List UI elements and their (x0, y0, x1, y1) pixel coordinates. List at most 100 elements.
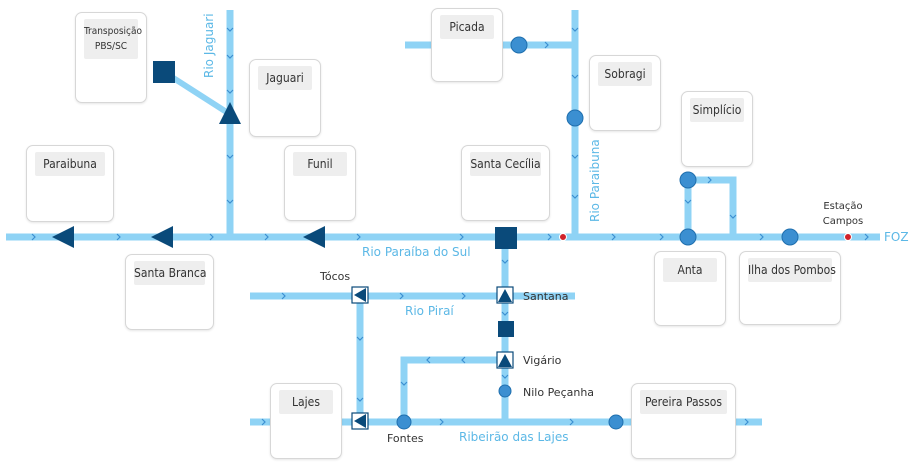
chevron-right-icon (759, 233, 764, 241)
fontes-label: Fontes (387, 432, 424, 445)
station-card-anta[interactable]: Anta (654, 251, 726, 326)
station-card-jaguari[interactable]: Jaguari (249, 59, 321, 137)
chevron-down-icon (226, 27, 234, 32)
station-name: Pereira Passos (640, 390, 727, 414)
transposicao-square-icon (153, 61, 175, 83)
station-card-lajes[interactable]: Lajes (270, 383, 342, 459)
station-name: Ilha dos Pombos (748, 258, 836, 282)
gauge-points (559, 233, 852, 241)
foz-label: FOZ (884, 230, 909, 244)
funil-triangle-icon (303, 226, 325, 248)
chevron-right-icon (611, 233, 616, 241)
chevron-right-icon (264, 233, 269, 241)
paraibuna-triangle-icon (52, 226, 74, 248)
chevron-down-icon (501, 374, 509, 379)
chevron-down-icon (571, 27, 579, 32)
chevron-down-icon (226, 89, 234, 94)
chevron-right-icon (459, 233, 464, 241)
chevron-down-icon (729, 214, 737, 219)
chevron-right-icon (31, 233, 36, 241)
estacao-campos-label: Estação Campos (822, 201, 864, 227)
river-paraiba-label: Rio Paraíba do Sul (362, 245, 471, 259)
chevron-right-icon (281, 292, 286, 300)
river-lajes-label: Ribeirão das Lajes (459, 430, 569, 444)
station-card-sobragi[interactable]: Sobragi (589, 55, 661, 131)
tocos-label: Tócos (320, 270, 351, 283)
chevron-right-icon (439, 418, 444, 426)
station-card-picada[interactable]: Picada (431, 8, 503, 82)
tocos-triangle-icon (354, 288, 366, 302)
chevron-right-icon (569, 418, 574, 426)
santana-triangle-icon (498, 289, 512, 302)
station-name: Simplício (690, 98, 744, 122)
chevron-right-icon (659, 233, 664, 241)
chevron-right-icon (261, 418, 266, 426)
sobragi-circle-icon (566, 109, 584, 127)
chevron-right-icon (356, 233, 361, 241)
chevron-down-icon (571, 154, 579, 159)
chevron-right-icon (864, 233, 869, 241)
jaguari-triangle-icon (219, 102, 241, 124)
chevron-right-icon (707, 176, 712, 184)
river-paraibuna-label: Rio Paraibuna (588, 139, 602, 222)
ilha-pombos-circle-icon (781, 228, 799, 246)
station-name: Picada (440, 15, 494, 39)
chevron-left-icon (426, 356, 431, 364)
chevron-right-icon (547, 233, 552, 241)
chevron-right-icon (744, 418, 749, 426)
chevron-down-icon (684, 199, 692, 204)
nilo-pecanha-circle-icon (498, 384, 512, 398)
simplicio-circle-icon (679, 171, 697, 189)
anta-circle-icon (679, 228, 697, 246)
station-card-funil[interactable]: Funil (284, 145, 356, 221)
chevron-left-icon (461, 356, 466, 364)
santa-branca-triangle-icon (151, 226, 173, 248)
station-card-transposicao[interactable]: Transposição PBS/SC (75, 12, 147, 103)
chevron-right-icon (399, 292, 404, 300)
chevron-right-icon (209, 233, 214, 241)
station-card-santa-branca[interactable]: Santa Branca (125, 254, 214, 330)
simplicio-loop-line (684, 176, 737, 237)
chevron-down-icon (400, 381, 408, 386)
chevron-down-icon (571, 194, 579, 199)
pumping-square-icon (498, 321, 514, 337)
vigario-triangle-icon (498, 354, 512, 367)
chevron-right-icon (544, 41, 549, 49)
plant-symbols (52, 61, 517, 337)
vigario-link-line (400, 356, 505, 422)
pereira-passos-circle-icon (608, 414, 624, 430)
station-name: Anta (663, 258, 717, 282)
station-name: Jaguari (258, 66, 312, 90)
lajes-triangle-icon (354, 414, 366, 428)
chevron-down-icon (501, 311, 509, 316)
chevron-down-icon (571, 74, 579, 79)
station-card-ilha-pombos[interactable]: Ilha dos Pombos (739, 251, 841, 325)
picada-circle-icon (510, 36, 528, 54)
chevron-down-icon (501, 259, 509, 264)
station-card-pereira-passos[interactable]: Pereira Passos (631, 383, 736, 459)
station-name: Funil (293, 152, 347, 176)
chevron-right-icon (461, 292, 466, 300)
station-name: Santa Cecília (470, 152, 541, 176)
pumping-stations (351, 286, 514, 430)
river-pirai-label: Rio Piraí (405, 304, 454, 318)
junction-circles (396, 36, 799, 430)
station-name: Santa Branca (134, 261, 206, 285)
estacao-campos-dot-icon (844, 233, 852, 241)
chevron-down-icon (226, 54, 234, 59)
nilo-pecanha-label: Nilo Peçanha (523, 386, 595, 399)
station-card-simplicio[interactable]: Simplício (681, 91, 753, 167)
gauge-dot-icon (559, 233, 567, 241)
station-name: Transposição PBS/SC (84, 19, 142, 59)
river-jaguari-label: Rio Jaguari (202, 13, 216, 78)
station-name: Sobragi (598, 62, 652, 86)
chevron-down-icon (356, 397, 364, 402)
chevron-down-icon (226, 199, 234, 204)
chevron-right-icon (116, 233, 121, 241)
station-card-santa-cecilia[interactable]: Santa Cecília (461, 145, 550, 221)
santa-cecilia-square-icon (495, 227, 517, 249)
chevron-down-icon (226, 154, 234, 159)
station-name: Paraibuna (35, 152, 105, 176)
santana-label: Santana (523, 290, 569, 303)
station-card-paraibuna[interactable]: Paraibuna (26, 145, 114, 222)
